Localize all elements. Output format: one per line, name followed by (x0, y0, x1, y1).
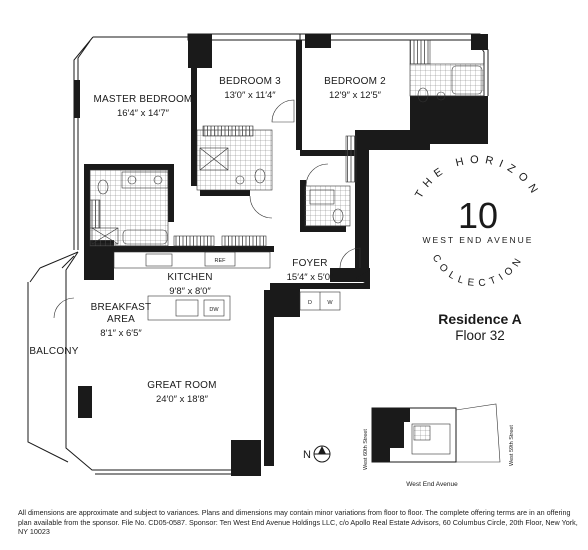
compass-letter: N (303, 449, 311, 461)
building-logo: THE HORIZON 10 WEST END AVENUE COLLECTIO… (413, 154, 543, 290)
room-great-room: GREAT ROOM (147, 380, 216, 391)
legal-disclaimer: All dimensions are approximate and subje… (18, 508, 578, 537)
appliance-washer: W (327, 300, 333, 306)
bathrooms (89, 63, 485, 247)
room-bedroom-2-dims: 12′9″ x 12′5″ (329, 90, 382, 101)
keyplan-street-right: West 59th Street (509, 425, 515, 466)
north-compass: N (303, 445, 331, 463)
room-breakfast-dims: 8′1″ x 6′5″ (100, 328, 142, 339)
keyplan-street-left: West 60th Street (363, 429, 369, 470)
room-breakfast-line1: BREAKFAST (91, 302, 152, 313)
room-kitchen: KITCHEN (167, 272, 212, 283)
residence-floor: Floor 32 (455, 328, 505, 343)
logo-middle-text: WEST END AVENUE (423, 235, 534, 245)
room-balcony: BALCONY (29, 346, 78, 357)
room-great-room-dims: 24′0″ x 18′8″ (156, 394, 209, 405)
room-bedroom-3-dims: 13′0″ x 11′4″ (224, 90, 276, 101)
room-labels: MASTER BEDROOM 16′4″ x 14′7″ BEDROOM 3 1… (29, 76, 386, 405)
room-foyer-dims: 15′4″ x 5′0″ (287, 272, 334, 283)
room-master-bedroom: MASTER BEDROOM (94, 94, 193, 105)
logo-arc-top: THE HORIZON (413, 154, 543, 200)
key-plan: West 60th Street West 59th Street West E… (363, 403, 515, 488)
doors (53, 99, 361, 319)
room-bedroom-3: BEDROOM 3 (219, 76, 281, 87)
room-master-bedroom-dims: 16′4″ x 14′7″ (117, 108, 170, 119)
logo-arc-bottom: COLLECTION (430, 253, 527, 290)
room-breakfast-line2: AREA (107, 314, 135, 325)
appliance-labels: REF DW D W (209, 258, 333, 313)
structural-columns (74, 34, 488, 476)
closet-rails (89, 39, 431, 247)
appliance-dryer: D (308, 300, 312, 306)
room-kitchen-dims: 9′8″ x 8′0″ (169, 286, 211, 297)
kitchen-fixtures (113, 251, 341, 321)
room-foyer: FOYER (292, 258, 327, 269)
room-bedroom-2: BEDROOM 2 (324, 76, 386, 87)
appliance-ref: REF (215, 258, 227, 264)
logo-number: 10 (458, 195, 498, 236)
keyplan-street-bottom: West End Avenue (406, 481, 458, 488)
entrance-marker (356, 270, 370, 286)
residence-title: Residence A (438, 311, 522, 327)
appliance-dw: DW (209, 307, 219, 313)
